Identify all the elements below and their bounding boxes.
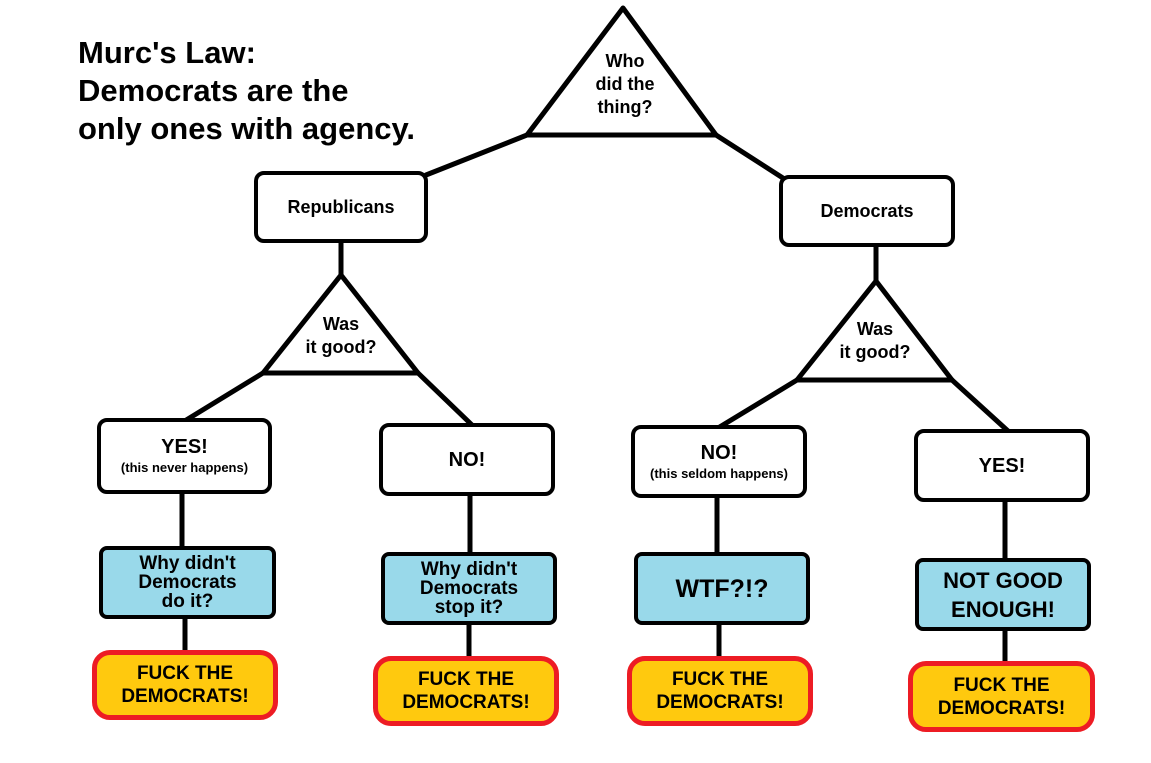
- node-label: Republicans: [287, 197, 395, 217]
- node-republicans: Republicans: [254, 171, 428, 243]
- edge-rep-no: [415, 370, 475, 428]
- answer-label: NO!: [700, 441, 738, 464]
- dem-no-result: FUCK THE DEMOCRATS!: [627, 656, 813, 726]
- edge-dem-no: [715, 377, 800, 431]
- dem-yes-reaction: NOT GOOD ENOUGH!: [915, 558, 1091, 631]
- rep-no-node: NO!: [379, 423, 555, 496]
- rep-yes-node: YES! (this never happens): [97, 418, 272, 494]
- root-question: Who did the thing?: [595, 51, 655, 117]
- node-democrats: Democrats: [779, 175, 955, 247]
- dem-yes-result: FUCK THE DEMOCRATS!: [908, 661, 1095, 732]
- rep-yes-reaction: Why didn't Democrats do it?: [99, 546, 276, 619]
- dem-no-reaction: WTF?!?: [634, 552, 810, 625]
- edge-root-republicans: [423, 132, 530, 178]
- rep-yes-result: FUCK THE DEMOCRATS!: [92, 650, 278, 720]
- dem-yes-node: YES!: [914, 429, 1090, 502]
- dem-question: Was it good?: [839, 319, 911, 362]
- answer-label: YES!: [161, 436, 208, 458]
- dem-no-node: NO! (this seldom happens): [631, 425, 807, 498]
- rep-no-result: FUCK THE DEMOCRATS!: [373, 656, 559, 726]
- rep-no-reaction: Why didn't Democrats stop it?: [381, 552, 557, 625]
- rep-question: Was it good?: [305, 314, 377, 357]
- rep-question-triangle: [260, 272, 421, 376]
- answer-note: (this never happens): [120, 460, 249, 475]
- answer-label: YES!: [978, 454, 1026, 477]
- dem-question-triangle: [794, 278, 955, 383]
- diagram-title: Murc's Law: Democrats are the only ones …: [78, 35, 416, 146]
- edge-dem-yes: [949, 377, 1011, 434]
- edge-root-democrats: [713, 132, 789, 183]
- answer-label: NO!: [448, 448, 486, 471]
- edge-rep-yes: [180, 370, 266, 425]
- answer-note: (this seldom happens): [650, 465, 788, 481]
- root-triangle: [524, 5, 719, 138]
- node-label: Democrats: [820, 201, 914, 221]
